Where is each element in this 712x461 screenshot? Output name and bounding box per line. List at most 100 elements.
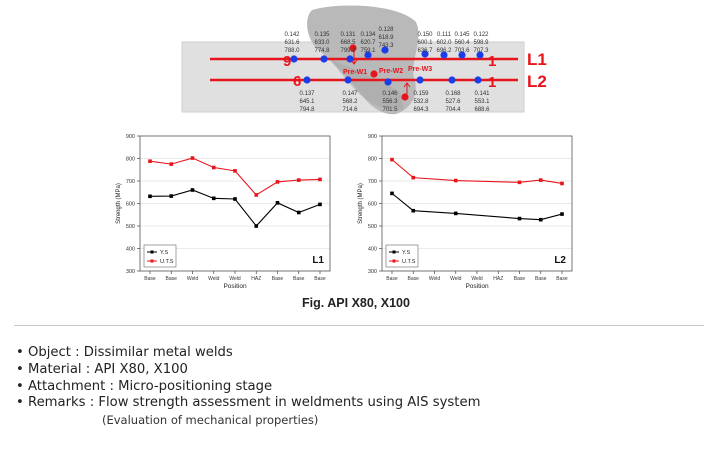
pre-w3-label: Pre-W3 — [408, 66, 432, 73]
y-tick-label: 400 — [126, 247, 135, 253]
x-tick-label: Base — [535, 276, 547, 282]
bottom-value-label: 0.141 — [474, 91, 490, 97]
y-tick-label: 500 — [126, 224, 135, 230]
x-axis-label: Position — [223, 283, 247, 290]
data-point — [411, 175, 416, 180]
bottom-value-label: 714.6 — [342, 107, 358, 113]
top-value-label: 636.7 — [417, 48, 433, 54]
bullet-remarks: •Remarks : Flow strength assessment in w… — [16, 395, 480, 412]
bullet-value: Flow strength assessment in weldments us… — [98, 395, 481, 411]
data-point — [190, 156, 195, 160]
top-value-label: 707.3 — [473, 48, 489, 54]
data-point — [538, 178, 543, 182]
y-axis-label: Strength (MPa) — [358, 183, 364, 224]
pre-w2-label: Pre-W2 — [379, 68, 403, 75]
y-tick-label: 300 — [368, 269, 377, 275]
bullet-dot: • — [16, 378, 24, 394]
data-point — [211, 196, 216, 201]
bottom-value-label: 645.1 — [299, 99, 315, 105]
top-value-label: 560.4 — [454, 40, 470, 46]
legend-marker — [150, 259, 154, 263]
top-value-label: 703.6 — [454, 48, 470, 54]
bottom-values: 0.137645.1794.80.147568.2714.60.146556.3… — [299, 91, 490, 113]
legend-marker — [392, 259, 396, 263]
bullet-label: Object — [28, 345, 71, 360]
bullet-separator: : — [85, 395, 99, 411]
y-tick-label: 700 — [126, 179, 135, 185]
series-line — [149, 157, 321, 196]
l2-dot — [474, 76, 482, 84]
top-value-label: 602.0 — [436, 40, 452, 46]
bottom-value-label: 568.2 — [342, 99, 358, 105]
figure-caption: Fig. API X80, X100 — [302, 296, 410, 310]
legend-label: Y.S — [160, 250, 168, 256]
y-tick-label: 300 — [126, 269, 135, 275]
series-line — [391, 159, 563, 185]
top-value-label: 774.8 — [314, 48, 330, 54]
y-tick-label: 900 — [368, 134, 377, 140]
data-point — [318, 202, 322, 207]
bullet-value: API X80, X100 — [94, 361, 188, 377]
bullet-attachment: •Attachment : Micro-positioning stage — [16, 379, 480, 396]
pre-w1-label: Pre-W1 — [343, 69, 367, 76]
remarks-subtext: (Evaluation of mechanical properties) — [102, 413, 319, 428]
data-point — [190, 188, 195, 192]
x-tick-label: Weld — [429, 276, 441, 282]
l1-dot — [476, 51, 484, 59]
data-point — [169, 194, 174, 198]
data-point — [390, 191, 394, 196]
legend-label: Y.S — [402, 250, 410, 256]
x-axis-label: Position — [465, 283, 489, 290]
top-value-label: 0.150 — [417, 32, 433, 38]
l2-dot — [303, 76, 311, 84]
x-tick-label: HAZ — [493, 276, 503, 282]
pre-w3-dot — [401, 93, 409, 101]
bottom-value-label: 0.137 — [299, 91, 315, 97]
top-value-label: 0.111 — [437, 32, 452, 38]
data-point — [517, 180, 522, 185]
x-tick-label: Weld — [471, 276, 483, 282]
data-point — [233, 197, 237, 201]
top-value-label: 788.0 — [284, 48, 300, 54]
bullet-dot: • — [16, 345, 24, 360]
data-point — [148, 194, 152, 199]
data-point — [411, 208, 416, 213]
x-tick-label: Base — [166, 276, 178, 282]
top-value-label: 600.1 — [417, 40, 433, 46]
bottom-value-label: 556.3 — [382, 99, 398, 105]
x-tick-label: Base — [144, 276, 156, 282]
data-point — [318, 177, 322, 182]
data-point — [517, 216, 522, 221]
l2-dot — [344, 76, 352, 84]
x-tick-label: Weld — [450, 276, 462, 282]
top-values: 0.142631.6788.00.135633.0774.80.131668.5… — [284, 27, 489, 54]
pre-w3-arrow — [403, 82, 411, 94]
pre-w2-dot — [370, 70, 378, 78]
bottom-value-label: 704.4 — [445, 107, 461, 113]
bottom-value-label: 532.8 — [413, 99, 429, 105]
data-point — [296, 178, 301, 182]
x-tick-label: Base — [314, 276, 326, 282]
top-value-label: 0.122 — [473, 32, 489, 38]
info-list: •Object : Dissimilar metal welds •Materi… — [16, 345, 480, 429]
data-point — [275, 201, 280, 205]
top-value-label: 743.3 — [378, 43, 394, 49]
bullet-material: •Material : API X80, X100 — [16, 362, 480, 379]
l2-dot — [448, 76, 456, 84]
x-tick-label: Weld — [187, 276, 199, 282]
series-line — [149, 189, 321, 227]
l2-dot — [416, 76, 424, 84]
top-value-label: 0.145 — [454, 32, 470, 38]
data-point — [560, 212, 564, 216]
x-tick-label: Base — [386, 276, 398, 282]
data-point — [254, 193, 259, 197]
legend-label: U.T.S — [402, 259, 416, 265]
top-value-label: 0.135 — [314, 32, 330, 38]
x-tick-label: Base — [408, 276, 420, 282]
x-tick-label: HAZ — [251, 276, 261, 282]
l1-dot — [320, 55, 328, 63]
y-axis-label: Strength (MPa) — [116, 183, 122, 224]
data-point — [211, 165, 216, 170]
